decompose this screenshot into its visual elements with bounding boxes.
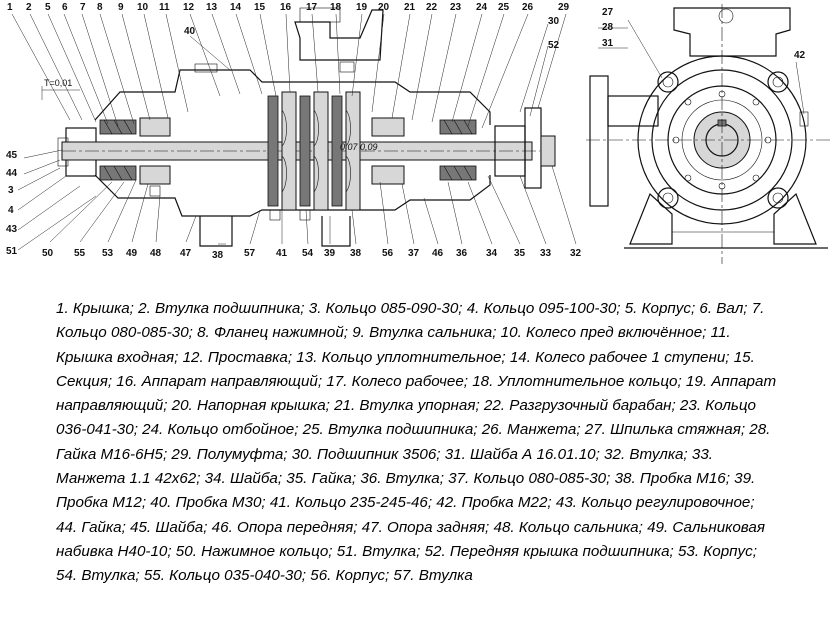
callout-53: 53 xyxy=(102,248,114,259)
callout-5: 5 xyxy=(45,2,51,13)
callout-40: 40 xyxy=(184,26,196,37)
callout-22: 22 xyxy=(426,2,438,13)
callout-38-right: 38 xyxy=(350,248,362,259)
callout-1: 1 xyxy=(7,2,13,13)
leader-lines xyxy=(11,13,577,251)
callout-31: 31 xyxy=(602,38,614,49)
callout-19: 19 xyxy=(356,2,368,13)
callout-20: 20 xyxy=(378,2,390,13)
callout-51: 51 xyxy=(6,246,18,257)
callout-32: 32 xyxy=(570,248,582,259)
callout-21: 21 xyxy=(404,2,416,13)
callout-47: 47 xyxy=(180,248,192,259)
impeller-stages xyxy=(267,91,361,211)
callout-4: 4 xyxy=(8,205,14,216)
callout-45: 45 xyxy=(6,150,18,161)
callout-50: 50 xyxy=(42,248,54,259)
callout-15: 15 xyxy=(254,2,266,13)
callout-55: 55 xyxy=(74,248,86,259)
callout-16: 16 xyxy=(280,2,292,13)
callout-49: 49 xyxy=(126,248,138,259)
callouts-top: 1 2 5 6 7 8 9 10 11 12 13 14 15 16 17 18… xyxy=(7,2,570,13)
callout-56: 56 xyxy=(382,248,394,259)
callout-7: 7 xyxy=(80,2,86,13)
callout-12: 12 xyxy=(183,2,195,13)
callout-34: 34 xyxy=(486,248,498,259)
callout-42: 42 xyxy=(794,50,806,61)
callout-9: 9 xyxy=(118,2,124,13)
callout-44: 44 xyxy=(6,168,18,179)
callout-8: 8 xyxy=(97,2,103,13)
callout-48: 48 xyxy=(150,248,162,259)
pump-assembly-drawing: T=0,01 0,07 0,09 1 2 5 6 7 8 9 10 11 12 … xyxy=(6,2,830,264)
callout-36: 36 xyxy=(456,248,468,259)
callout-3: 3 xyxy=(8,185,14,196)
callout-27: 27 xyxy=(602,7,614,18)
callout-10: 10 xyxy=(137,2,149,13)
callout-29: 29 xyxy=(558,2,570,13)
callout-25: 25 xyxy=(498,2,510,13)
tolerance-left: T=0,01 xyxy=(44,78,72,88)
callout-24: 24 xyxy=(476,2,488,13)
callout-57: 57 xyxy=(244,248,256,259)
callout-17: 17 xyxy=(306,2,318,13)
callout-26: 26 xyxy=(522,2,534,13)
callout-14: 14 xyxy=(230,2,242,13)
callout-30: 30 xyxy=(548,16,560,27)
callout-13: 13 xyxy=(206,2,218,13)
callout-18: 18 xyxy=(330,2,342,13)
callouts-mid: 40 30 52 xyxy=(184,16,560,51)
tolerance-shaft: 0,07 0,09 xyxy=(340,142,378,152)
sectional-view: T=0,01 0,07 0,09 xyxy=(41,7,556,247)
callouts-bottom: 50 55 53 49 48 47 38 57 41 54 39 38 56 3… xyxy=(42,248,582,261)
callouts-left: 45 44 3 4 43 51 xyxy=(6,150,18,257)
callout-43: 43 xyxy=(6,224,18,235)
callout-33: 33 xyxy=(540,248,552,259)
callout-52: 52 xyxy=(548,40,560,51)
callout-54: 54 xyxy=(302,248,314,259)
callout-11: 11 xyxy=(159,2,170,13)
callout-23: 23 xyxy=(450,2,462,13)
callout-35: 35 xyxy=(514,248,526,259)
callout-2: 2 xyxy=(26,2,32,13)
end-view: 27 28 31 42 xyxy=(586,4,830,264)
callout-38-left: 38 xyxy=(212,250,224,261)
callout-46: 46 xyxy=(432,248,444,259)
callout-39: 39 xyxy=(324,248,336,259)
callout-41: 41 xyxy=(276,248,288,259)
callout-37: 37 xyxy=(408,248,420,259)
parts-list-caption: 1. Крышка; 2. Втулка подшипника; 3. Коль… xyxy=(56,300,777,585)
callout-28: 28 xyxy=(602,22,614,33)
callout-6: 6 xyxy=(62,2,68,13)
